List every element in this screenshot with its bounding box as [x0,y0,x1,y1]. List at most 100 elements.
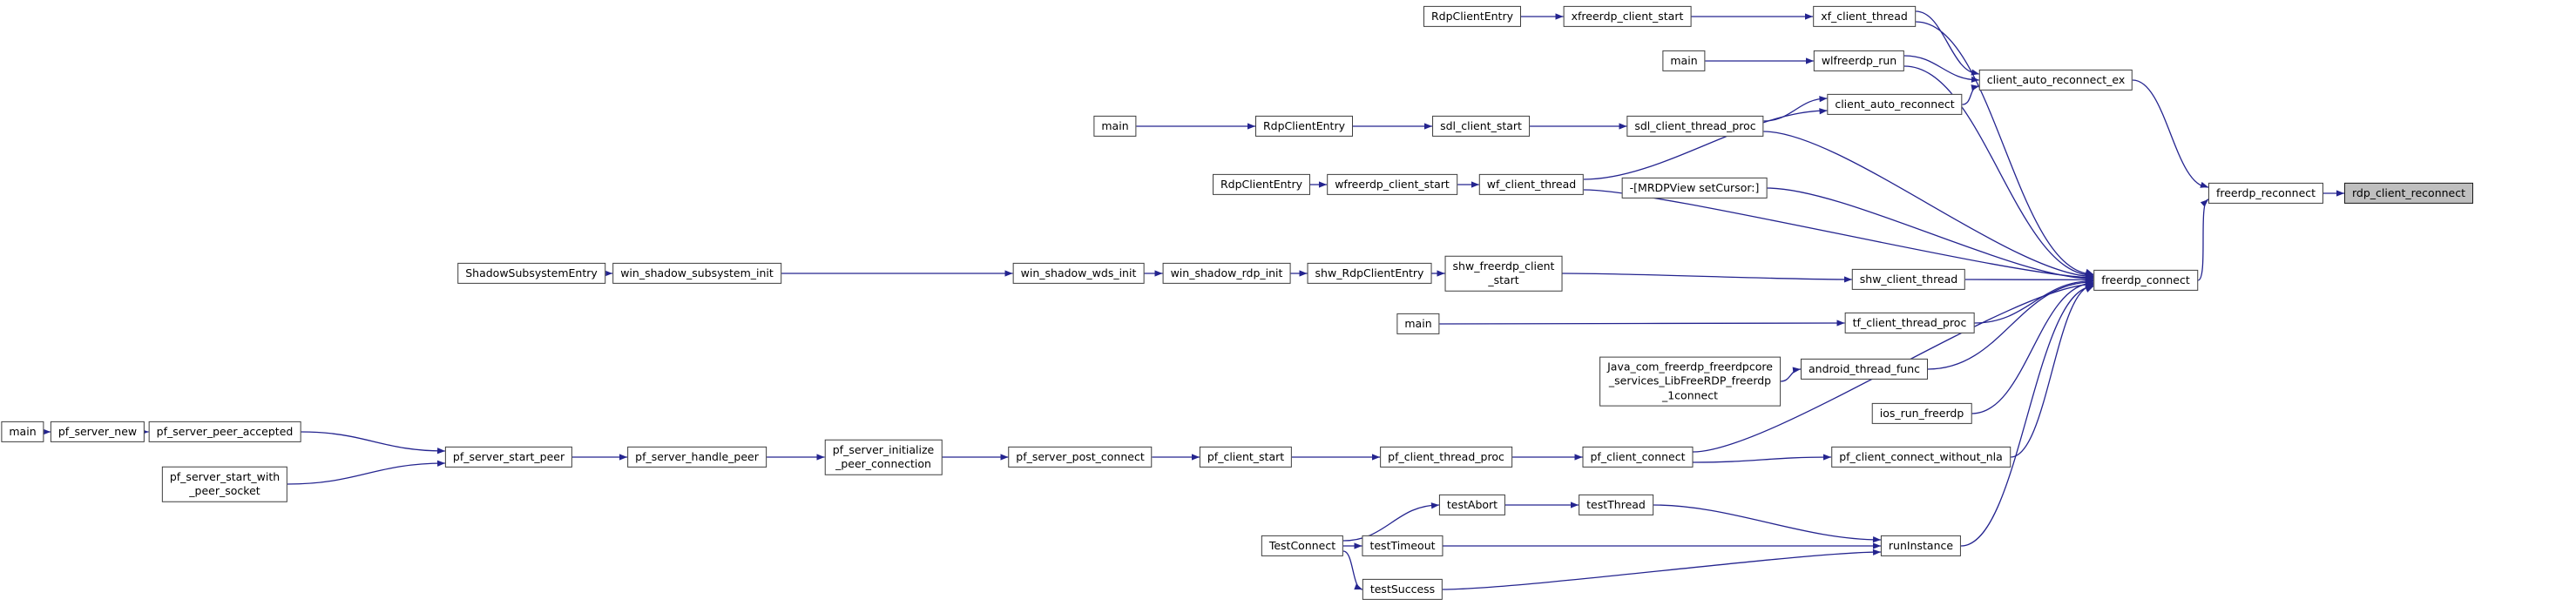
graph-node-pf_server_new[interactable]: pf_server_new [50,421,145,443]
arrowhead-wlfreerdp_run--client_auto_reconnect_ex [1971,76,1979,83]
graph-node-pf_server_start_with_peer_socket[interactable]: pf_server_start_with _peer_socket [161,466,288,502]
arrowhead-shw_rdpcliententry--shw_freerdp_client_start [1437,270,1445,277]
graph-node-pf_server_post_connect[interactable]: pf_server_post_connect [1008,446,1153,468]
graph-node-main_wl[interactable]: main [1662,50,1706,72]
graph-node-pf_client_thread_proc[interactable]: pf_client_thread_proc [1380,446,1512,468]
call-edge-sdl_client_thread_proc--client_auto_reconnect [1763,98,1828,122]
graph-node-ios_run_freerdp[interactable]: ios_run_freerdp [1871,402,1972,425]
arrowhead-pf_server_start_peer--pf_server_handle_peer [619,454,627,461]
arrowhead-ios_run_freerdp--freerdp_connect [2085,281,2093,288]
graph-node-runinstance[interactable]: runInstance [1880,535,1962,557]
graph-node-pf_server_start_peer[interactable]: pf_server_start_peer [444,446,573,468]
graph-node-rdpcliententry_wf[interactable]: RdpClientEntry [1212,173,1311,196]
call-edge-wf_client_thread--freerdp_connect [1583,189,2094,279]
call-edge-sdl_client_thread_proc--freerdp_connect [1763,131,2094,278]
graph-node-win_shadow_wds_init[interactable]: win_shadow_wds_init [1012,262,1145,285]
arrowhead-wlfreerdp_run--freerdp_connect [2085,270,2093,277]
arrowhead-client_auto_reconnect--client_auto_reconnect_ex [1971,84,1979,91]
graph-node-java_libfreerdp_connect[interactable]: Java_com_freerdp_freerdpcore _services_L… [1599,356,1781,407]
graph-node-wfreerdp_client_start[interactable]: wfreerdp_client_start [1327,173,1457,196]
arrowhead-win_shadow_rdp_init--shw_rdpcliententry [1299,270,1308,277]
graph-node-xf_client_thread[interactable]: xf_client_thread [1813,5,1916,28]
arrowhead-main_sdl--rdpcliententry_sdl [1247,123,1255,130]
arrowhead-sdl_client_thread_proc--client_auto_reconnect [1819,96,1828,103]
arrowhead-testconnect--testtimeout [1354,542,1362,549]
graph-node-testabort[interactable]: testAbort [1438,494,1506,516]
call-edge-main_tf--tf_client_thread_proc [1439,322,1845,325]
graph-node-testconnect[interactable]: TestConnect [1261,535,1344,557]
graph-node-testtimeout[interactable]: testTimeout [1362,535,1444,557]
call-edge-client_auto_reconnect--client_auto_reconnect_ex [1962,85,1980,105]
arrowhead-runinstance--freerdp_connect [2085,286,2093,293]
graph-node-shw_rdpcliententry[interactable]: shw_RdpClientEntry [1307,262,1432,285]
call-edge-xf_client_thread--freerdp_connect [1915,21,2094,275]
graph-node-sdl_client_thread_proc[interactable]: sdl_client_thread_proc [1626,115,1764,138]
arrowhead-testabort--testthread [1571,502,1579,508]
call-edge-client_auto_reconnect_ex--freerdp_reconnect [2132,79,2209,188]
arrowhead-rdpcliententry_wf--wfreerdp_client_start [1319,181,1327,188]
graph-node-pf_client_start[interactable]: pf_client_start [1199,446,1293,468]
call-edge-pf_client_connect--pf_client_connect_without_nla [1693,456,1832,463]
call-edge-xf_client_thread--client_auto_reconnect_ex [1915,10,1980,75]
arrowhead-testsuccess--runinstance [1872,549,1881,556]
call-edge-mrdpview_setcursor--freerdp_connect [1767,187,2094,279]
graph-node-rdpcliententry_sdl[interactable]: RdpClientEntry [1254,115,1354,138]
arrowhead-main_tf--tf_client_thread_proc [1836,320,1845,327]
arrowhead-pf_server_handle_peer--pf_server_initialize_peer_connection [816,454,825,461]
graph-node-rdp_client_reconnect: rdp_client_reconnect [2343,182,2474,205]
graph-node-shw_client_thread[interactable]: shw_client_thread [1851,268,1966,291]
graph-node-client_auto_reconnect_ex[interactable]: client_auto_reconnect_ex [1978,69,2133,91]
arrowhead-shw_client_thread--freerdp_connect [2085,276,2093,283]
graph-node-freerdp_connect[interactable]: freerdp_connect [2093,269,2198,292]
graph-node-testsuccess[interactable]: testSuccess [1362,578,1444,601]
graph-node-wf_client_thread[interactable]: wf_client_thread [1478,173,1585,196]
graph-node-pf_server_handle_peer[interactable]: pf_server_handle_peer [627,446,767,468]
arrowhead-sdl_client_start--sdl_client_thread_proc [1619,123,1627,130]
graph-node-client_auto_reconnect[interactable]: client_auto_reconnect [1827,93,1963,116]
call-edge-shw_freerdp_client_start--shw_client_thread [1562,273,1853,280]
arrowhead-xfreerdp_client_start--xf_client_thread [1805,13,1813,20]
arrowhead-mrdpview_setcursor--freerdp_connect [2085,274,2093,281]
call-edge-freerdp_connect--freerdp_reconnect [2197,199,2209,281]
arrowhead-pf_client_connect_without_nla--freerdp_connect [2085,285,2093,292]
arrowhead-pf_server_initialize_peer_connection--pf_server_post_connect [1000,454,1009,461]
graph-node-pf_server_initialize_peer_connection[interactable]: pf_server_initialize _peer_connection [824,439,943,475]
call-edge-pf_server_start_with_peer_socket--pf_server_start_peer [287,462,446,485]
arrowhead-freerdp_connect--freerdp_reconnect [2200,199,2208,207]
graph-node-mrdpview_setcursor[interactable]: -[MRDPView setCursor:] [1621,177,1768,199]
graph-node-freerdp_reconnect[interactable]: freerdp_reconnect [2208,182,2324,205]
arrowhead-rdpcliententry_xf--xfreerdp_client_start [1555,13,1564,20]
graph-node-testthread[interactable]: testThread [1579,494,1653,516]
graph-node-xfreerdp_client_start[interactable]: xfreerdp_client_start [1563,5,1692,28]
graph-node-main_sdl[interactable]: main [1093,115,1137,138]
arrowhead-client_auto_reconnect_ex--freerdp_reconnect [2200,181,2208,188]
arrowhead-wf_client_thread--client_auto_reconnect [1819,108,1828,115]
graph-node-pf_client_connect_without_nla[interactable]: pf_client_connect_without_nla [1831,446,2011,468]
call-edge-pf_server_peer_accepted--pf_server_start_peer [301,431,446,452]
graph-node-android_thread_func[interactable]: android_thread_func [1800,358,1929,380]
graph-node-wlfreerdp_run[interactable]: wlfreerdp_run [1813,50,1905,72]
graph-node-pf_server_peer_accepted[interactable]: pf_server_peer_accepted [148,421,301,443]
graph-node-main_pf[interactable]: main [1,421,44,443]
call-edge-pf_client_connect_without_nla--freerdp_connect [2010,285,2094,458]
graph-node-shw_freerdp_client_start[interactable]: shw_freerdp_client _start [1444,255,1563,292]
arrowhead-java_libfreerdp_connect--android_thread_func [1792,367,1801,374]
arrowhead-pf_server_start_with_peer_socket--pf_server_start_peer [436,460,445,467]
arrowhead-testtimeout--runinstance [1873,542,1881,549]
graph-node-sdl_client_start[interactable]: sdl_client_start [1432,115,1530,138]
graph-node-pf_client_connect[interactable]: pf_client_connect [1582,446,1694,468]
graph-node-main_tf[interactable]: main [1396,313,1440,335]
graph-node-tf_client_thread_proc[interactable]: tf_client_thread_proc [1844,312,1975,334]
graph-node-shadowsubsystementry[interactable]: ShadowSubsystemEntry [457,262,605,285]
arrowhead-pf_server_peer_accepted--pf_server_start_peer [436,448,445,454]
arrowhead-xf_client_thread--freerdp_connect [2085,268,2093,275]
call-edge-wlfreerdp_run--client_auto_reconnect_ex [1903,55,1980,81]
arrowhead-rdpcliententry_sdl--sdl_client_start [1424,123,1432,130]
graph-node-win_shadow_rdp_init[interactable]: win_shadow_rdp_init [1162,262,1291,285]
arrowhead-testconnect--testsuccess [1354,583,1362,590]
call-edge-testconnect--testsuccess [1342,550,1363,590]
graph-node-win_shadow_subsystem_init[interactable]: win_shadow_subsystem_init [612,262,781,285]
graph-node-rdpcliententry_xf[interactable]: RdpClientEntry [1423,5,1522,28]
call-edge-java_libfreerdp_connect--android_thread_func [1780,368,1802,382]
